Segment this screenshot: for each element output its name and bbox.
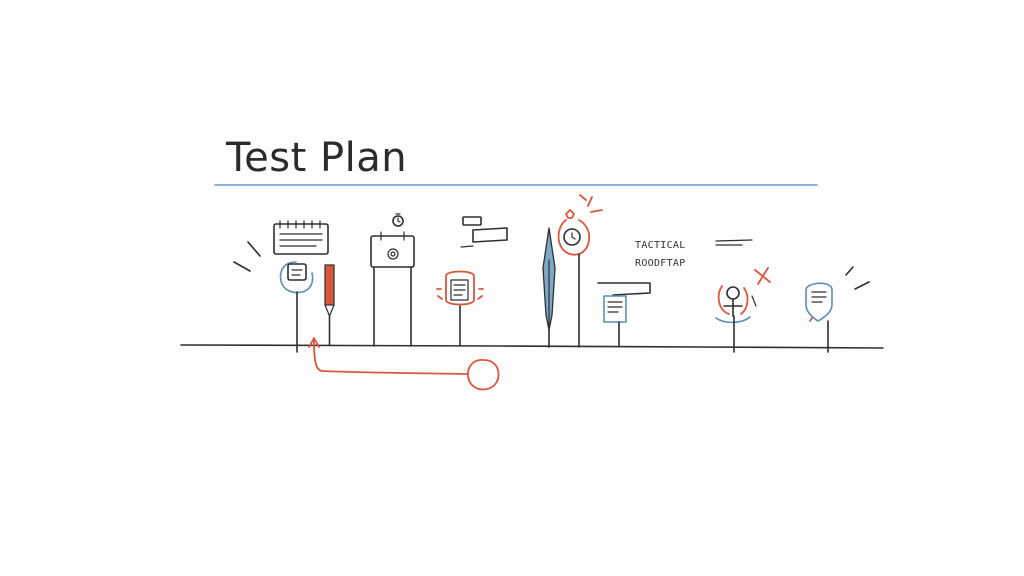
chat-bubble-icon [279,261,314,353]
person-target-icon [715,267,771,353]
target-circle-icon [467,359,500,391]
pencil-icon [324,264,335,346]
pen-nib-icon [542,227,556,348]
diagram-title: Test Plan [226,135,408,181]
document-arrow-icon [597,282,651,347]
return-arrow-icon [308,337,469,375]
shield-document-icon [805,282,833,353]
calendar-icon [273,220,329,255]
note-line-2: ROODFTAP [635,258,686,269]
document-badge-icon [436,270,484,346]
spark-marks-left [233,241,261,272]
stopwatch-icon [557,194,603,348]
note-line-1: TACTICAL [635,240,686,251]
mail-board-icon [370,231,415,347]
timeline-baseline [180,344,884,349]
note-dashes [715,239,753,246]
alarm-clock-icon [392,213,404,227]
spark-marks-right [845,266,870,290]
signpost-icon [460,216,508,248]
